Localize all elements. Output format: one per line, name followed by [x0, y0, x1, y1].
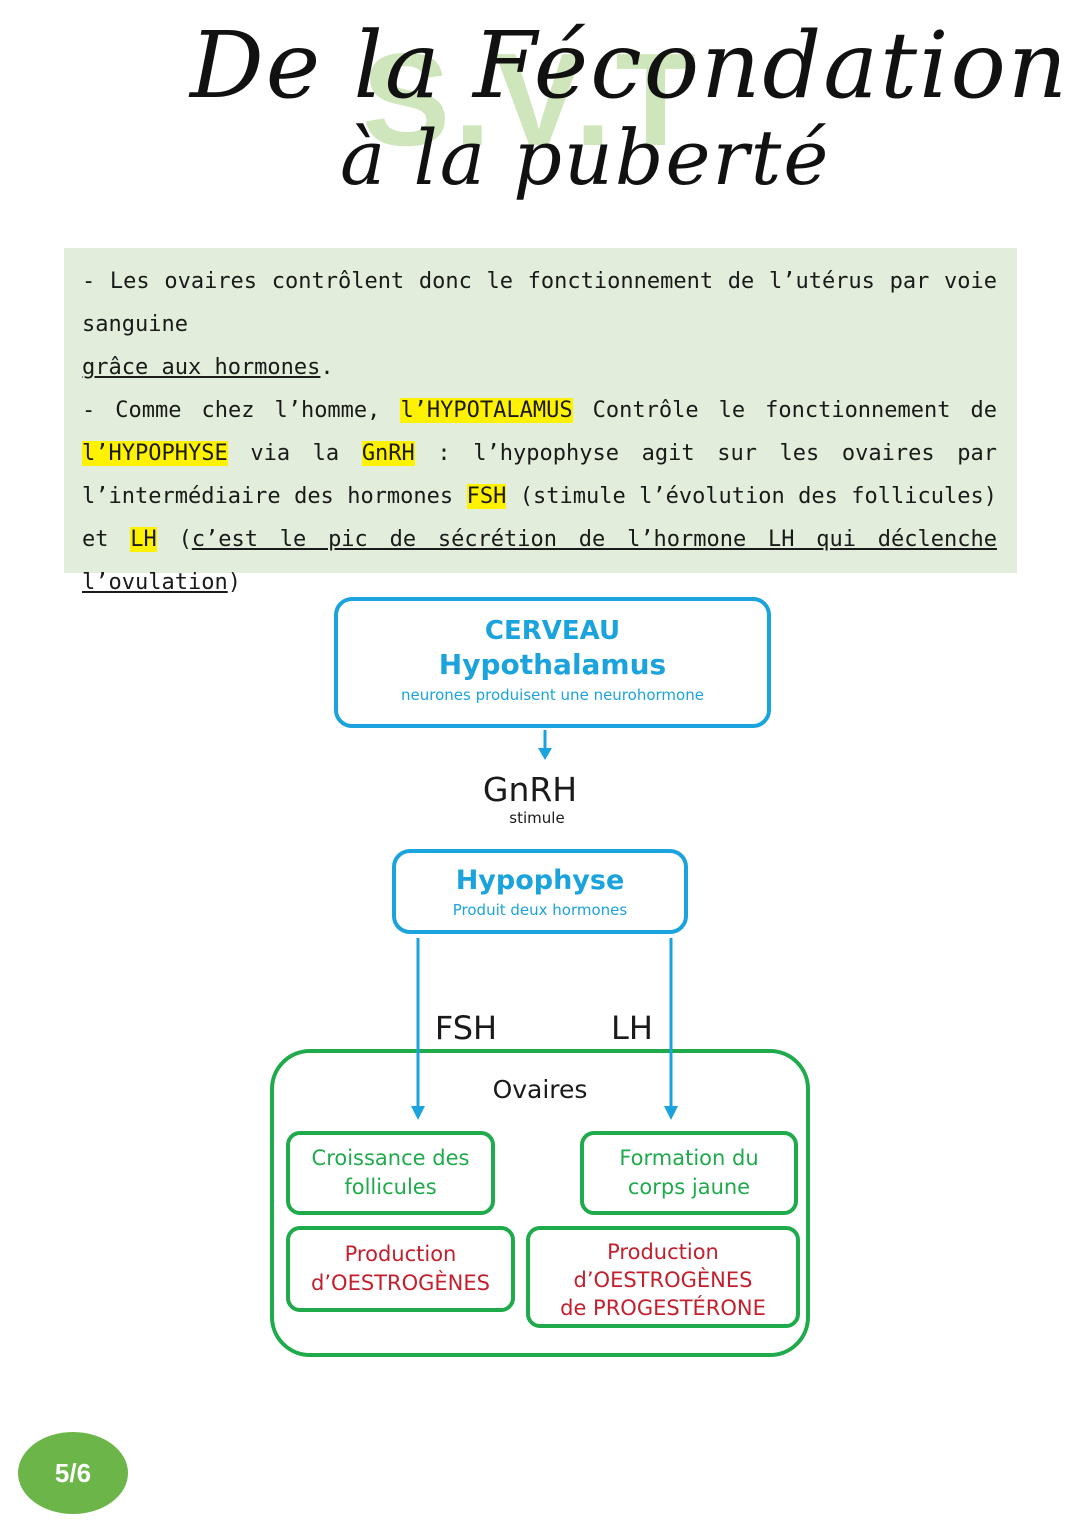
highlight-hypophyse: l’HYPOPHYSE: [82, 441, 228, 466]
page-title-line-2: à la puberté: [340, 113, 831, 202]
lh-label: LH: [611, 1009, 653, 1047]
highlight-lh: LH: [130, 527, 157, 552]
hypophyse-box: Hypophyse Produit deux hormones: [392, 849, 688, 934]
svt-watermark: S.V.T: [362, 26, 700, 173]
highlight-hypothalamus: l’HYPOTALAMUS: [400, 398, 573, 423]
gnrh-stimule-label: stimule: [509, 809, 565, 827]
page-title-line-1: De la Fécondation: [190, 12, 1070, 119]
estrogen-production-box: Production d’OESTROGÈNES: [286, 1226, 515, 1312]
brain-note: neurones produisent une neurohormone: [401, 686, 704, 704]
follicle-growth-box: Croissance des follicules: [286, 1131, 495, 1215]
hypophyse-note: Produit deux hormones: [452, 901, 628, 919]
estrogen-progesterone-box: Production d’OESTROGÈNES de PROGESTÉRONE: [526, 1226, 800, 1328]
hormones-underline: grâce aux hormones: [82, 355, 321, 380]
gnrh-label: GnRH: [482, 770, 578, 809]
fsh-label: FSH: [434, 1009, 498, 1047]
arrowhead-brain: [538, 748, 552, 760]
ovulation-underline: c’est le pic de sécrétion de l’hormone L…: [82, 527, 998, 595]
ovaries-title: Ovaires: [492, 1075, 588, 1104]
corpus-luteum-box: Formation du corps jaune: [580, 1131, 798, 1215]
highlight-gnrh: GnRH: [361, 441, 415, 466]
brain-title: CERVEAU: [484, 616, 621, 646]
highlight-fsh: FSH: [466, 484, 507, 509]
hypophyse-title: Hypophyse: [455, 865, 625, 896]
hypothalamus-label: Hypothalamus: [438, 648, 667, 681]
note-paragraph-1: - Les ovaires contrôlent donc le fonctio…: [82, 269, 997, 380]
brain-box: CERVEAU Hypothalamus neurones produisent…: [334, 597, 771, 728]
note-paragraph-2: - Comme chez l’homme, l’HYPOTALAMUS Cont…: [82, 398, 998, 595]
page-number-badge: 5/6: [18, 1432, 128, 1514]
